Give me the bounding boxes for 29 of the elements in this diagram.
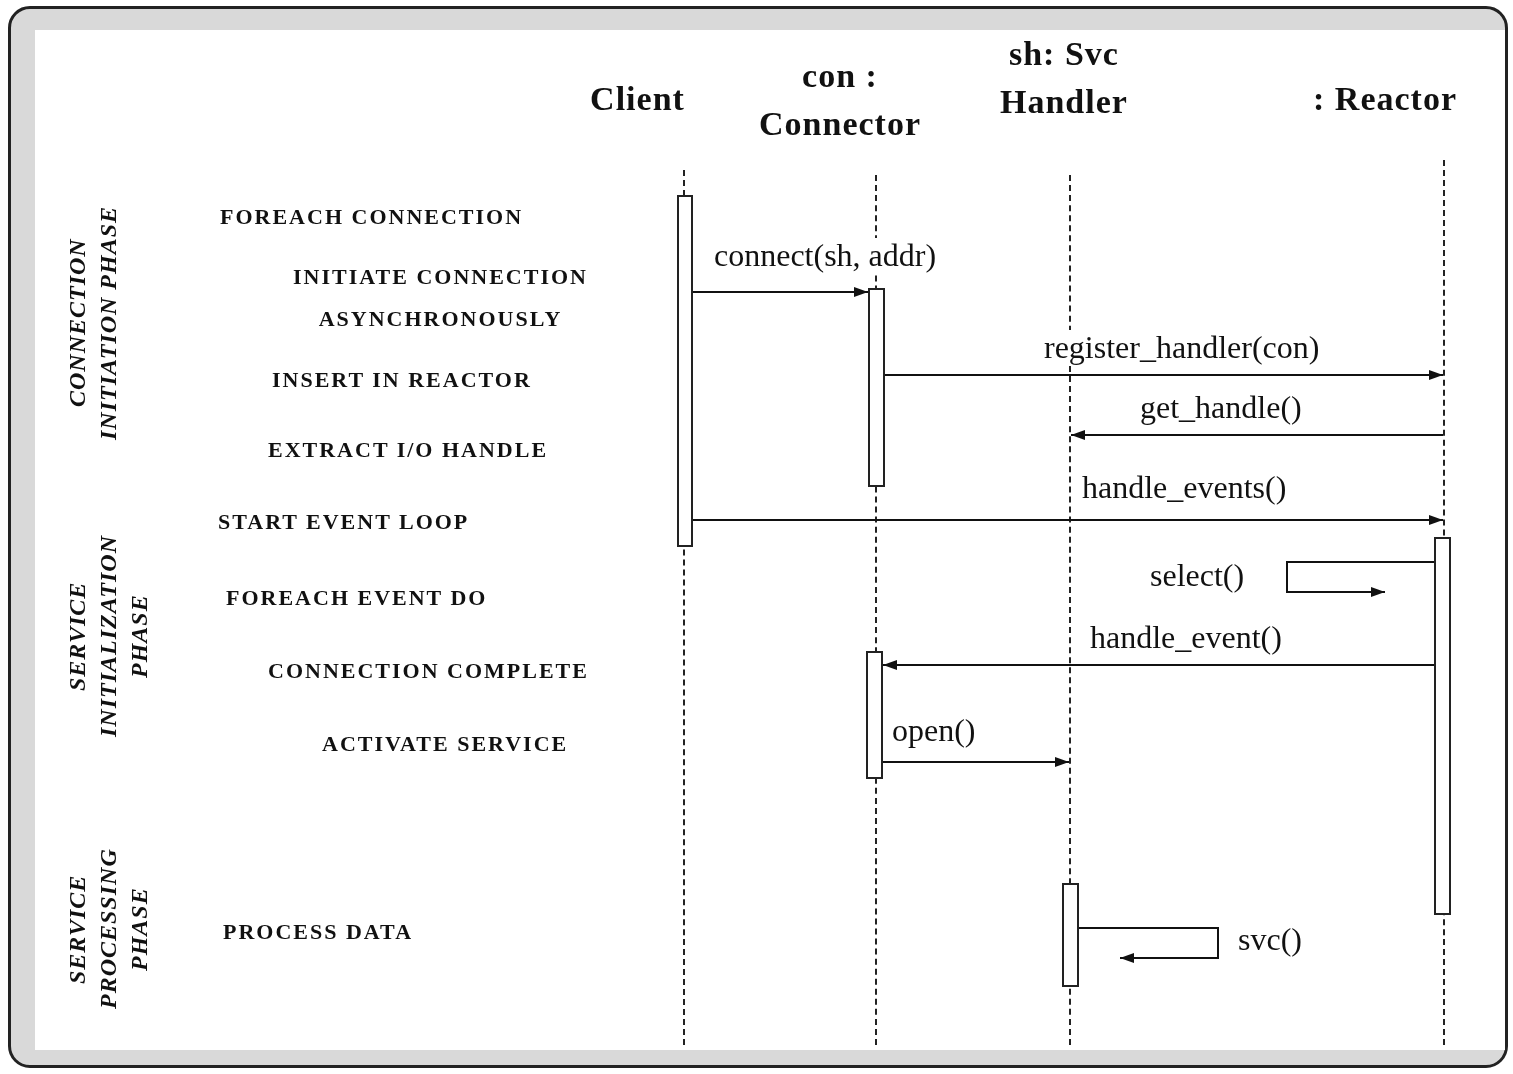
- activation-bar: [868, 288, 885, 487]
- step-label: INSERT IN REACTOR: [272, 366, 532, 395]
- activation-bar: [677, 195, 693, 547]
- step-label: PROCESS DATA: [223, 918, 414, 947]
- step-label: CONNECTION COMPLETE: [268, 657, 589, 686]
- phase-label: CONNECTION INITIATION PHASE: [63, 205, 123, 440]
- participant-label: con : Connector: [735, 52, 945, 148]
- participant-label: : Reactor: [1290, 75, 1480, 123]
- message-arrow: [882, 660, 1435, 670]
- message-arrow: [884, 370, 1444, 380]
- message-arrow: [882, 757, 1070, 767]
- step-label: FOREACH CONNECTION: [220, 203, 524, 232]
- message-arrow: [692, 515, 1444, 525]
- message-arrow: [692, 287, 869, 297]
- activation-bar: [866, 651, 883, 779]
- step-label: INITIATE CONNECTION ASYNCHRONOUSLY: [292, 263, 589, 333]
- activation-bar: [1434, 537, 1451, 915]
- message-arrow: [1078, 927, 1219, 963]
- step-label: FOREACH EVENT DO: [226, 584, 488, 613]
- phase-label: SERVICE PROCESSING PHASE: [63, 847, 154, 1012]
- message-arrow: [1070, 430, 1444, 440]
- phase-label: SERVICE INITIALIZATION PHASE: [63, 534, 154, 739]
- step-label: ACTIVATE SERVICE: [322, 730, 569, 759]
- step-label: START EVENT LOOP: [218, 508, 470, 537]
- step-label: EXTRACT I/O HANDLE: [268, 436, 549, 465]
- activation-bar: [1062, 883, 1079, 987]
- participant-label: Client: [570, 75, 705, 123]
- participant-label: sh: Svc Handler: [1000, 30, 1128, 126]
- message-arrow: [1286, 561, 1435, 597]
